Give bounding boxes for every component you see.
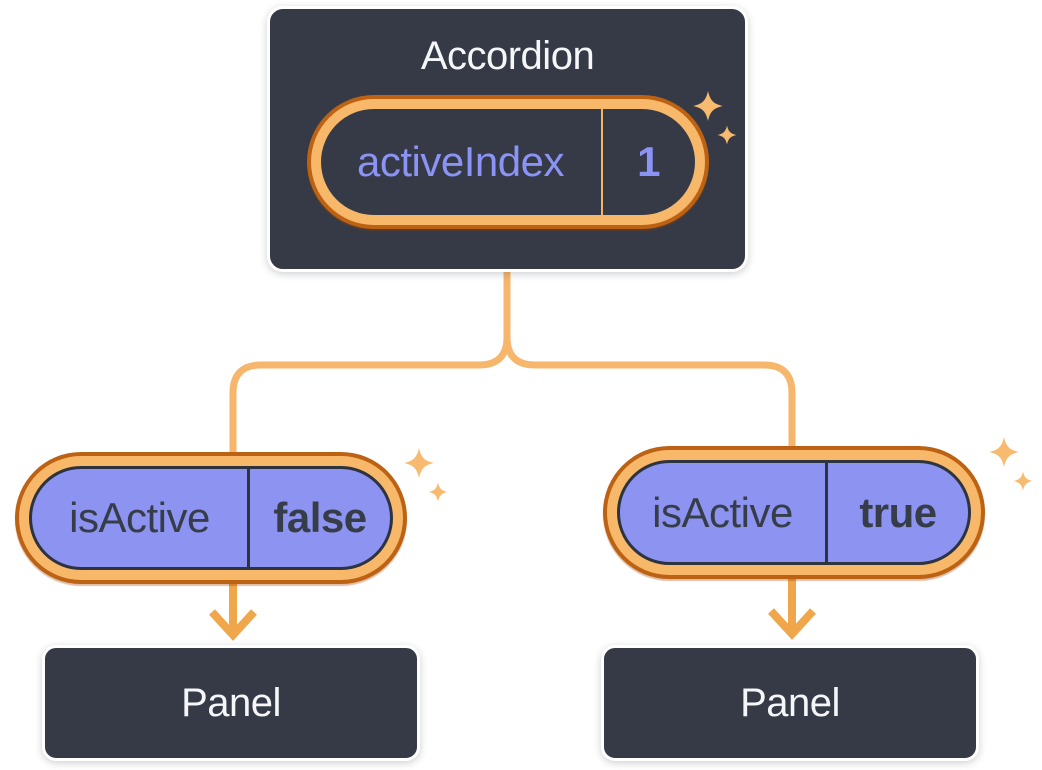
prop-value: true bbox=[859, 488, 937, 536]
arrow-right-head bbox=[768, 608, 816, 640]
prop-pill-divider bbox=[825, 463, 828, 562]
prop-pill-body: isActive false bbox=[29, 466, 393, 570]
accordion-component-box: Accordion activeIndex 1 bbox=[267, 6, 748, 272]
prop-pill-divider bbox=[247, 469, 250, 567]
state-pill-divider bbox=[600, 109, 603, 215]
panel-component-box-left: Panel bbox=[42, 645, 420, 761]
component-title: Accordion bbox=[420, 34, 595, 78]
prop-pill-isactive-false: isActive false bbox=[15, 452, 407, 584]
state-label: activeIndex bbox=[357, 138, 564, 185]
prop-pill-ring: isActive true bbox=[607, 450, 981, 575]
component-title: Panel bbox=[181, 681, 281, 725]
sparkle-icon bbox=[693, 91, 737, 145]
wire-right-branch bbox=[503, 271, 796, 452]
prop-value: false bbox=[273, 494, 367, 541]
state-value: 1 bbox=[637, 138, 660, 185]
prop-label: isActive bbox=[652, 488, 793, 536]
state-pill-ring: activeIndex 1 bbox=[310, 99, 705, 225]
component-title: Panel bbox=[740, 681, 840, 725]
state-pill: activeIndex 1 bbox=[306, 95, 709, 229]
prop-label: isActive bbox=[69, 494, 210, 541]
prop-pill-isactive-true: isActive true bbox=[603, 446, 985, 579]
sparkle-icon bbox=[989, 437, 1033, 491]
arrow-left-head bbox=[209, 609, 257, 641]
wire-left-branch bbox=[229, 271, 511, 458]
sparkle-icon bbox=[404, 448, 448, 502]
panel-component-box-right: Panel bbox=[601, 645, 979, 761]
prop-pill-ring: isActive false bbox=[19, 456, 403, 580]
prop-pill-body: isActive true bbox=[617, 460, 971, 565]
state-pill-body: activeIndex 1 bbox=[320, 109, 695, 215]
